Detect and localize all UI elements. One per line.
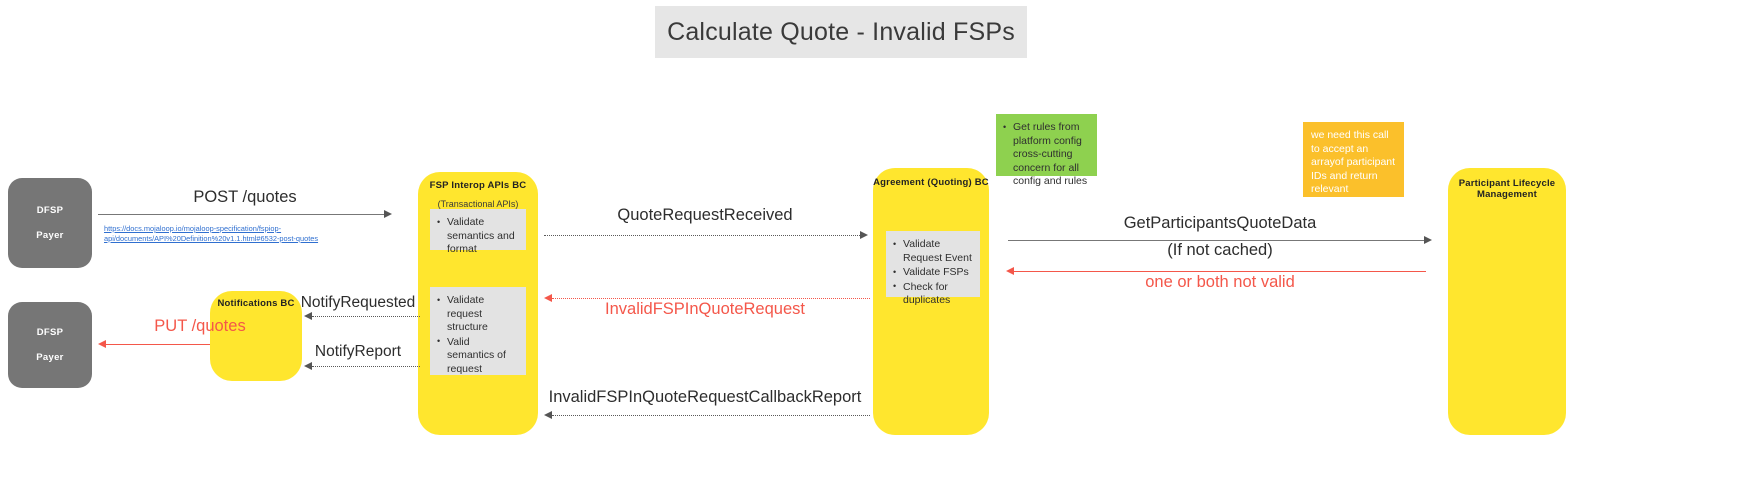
arrowhead-left-icon: [1006, 267, 1014, 275]
actor-label-line2: Payer: [36, 230, 64, 241]
connector-invalid-fsp-in-quote-request: [552, 298, 870, 299]
lifeline-title: Notifications BC: [217, 298, 295, 309]
actor-label-line2: Payer: [36, 352, 64, 363]
note-item: Valid semantics of request: [436, 335, 518, 377]
lifeline-notifications-bc: Notifications BC: [210, 291, 302, 381]
note-item: Get rules from platform config cross-cut…: [1002, 121, 1089, 189]
edge-label-quote-request-received: QuoteRequestReceived: [617, 206, 793, 224]
actor-dfsp-payer-bottom: DFSP Payer: [8, 302, 92, 388]
edge-label-notify-requested: NotifyRequested: [300, 294, 416, 311]
actor-label-line1: DFSP: [36, 205, 64, 216]
arrowhead-left-icon: [304, 362, 312, 370]
edge-label-invalid-fsp-callback-report: InvalidFSPInQuoteRequestCallbackReport: [548, 388, 862, 406]
lifeline-title: Participant Lifecycle: [1458, 178, 1556, 189]
note-item: Validate request structure: [436, 294, 518, 335]
note-item: Validate Request Event: [892, 237, 972, 265]
lifeline-title: FSP Interop APIs BC: [429, 180, 527, 191]
page-title: Calculate Quote - Invalid FSPs: [667, 17, 1015, 46]
note-validate-request: Validate request structure Valid semanti…: [430, 287, 526, 375]
actor-label-line1: DFSP: [36, 327, 64, 338]
arrowhead-right-icon: [860, 231, 868, 239]
arrowhead-right-icon: [1424, 236, 1432, 244]
connector-notify-report: [312, 366, 420, 367]
edge-label-invalid-fsp-in-quote-request: InvalidFSPInQuoteRequest: [605, 300, 805, 318]
lifeline-title-line2: Management: [1476, 189, 1538, 200]
note-text: we need this call to accept an arrayof p…: [1311, 129, 1396, 237]
lifeline-participant-lifecycle-management: Participant Lifecycle Management: [1448, 168, 1566, 435]
lifeline-subtitle: (Transactional APIs): [437, 199, 519, 209]
note-item: Validate semantics and format: [436, 216, 518, 257]
arrowhead-left-icon: [544, 294, 552, 302]
connector-post-quotes: [98, 214, 386, 215]
connector-one-or-both-not-valid: [1014, 271, 1426, 272]
note-agreement-checks: Validate Request Event Validate FSPs Che…: [886, 231, 980, 306]
connector-invalid-fsp-callback-report: [552, 415, 870, 416]
connector-quote-request-received: [544, 235, 862, 236]
arrowhead-left-icon: [304, 312, 312, 320]
connector-put-quotes: [106, 344, 210, 345]
note-get-rules-green: Get rules from platform config cross-cut…: [996, 114, 1097, 187]
edge-label-get-participants-quote-data: GetParticipantsQuoteData: [1123, 214, 1317, 232]
connector-get-participants-quote-data: [1008, 240, 1426, 241]
edge-label-put-quotes: PUT /quotes: [154, 317, 246, 335]
arrowhead-left-icon: [544, 411, 552, 419]
arrowhead-left-icon: [98, 340, 106, 348]
note-need-this-call-orange: we need this call to accept an arrayof p…: [1303, 122, 1404, 236]
link-post-quotes-spec[interactable]: https://docs.mojaloop.io/mojaloop-specif…: [104, 224, 319, 243]
edge-label-post-quotes: POST /quotes: [193, 188, 297, 206]
connector-notify-requested: [312, 316, 420, 317]
arrowhead-right-icon: [384, 210, 392, 218]
note-item: Validate FSPs: [892, 266, 972, 280]
lifeline-title: Agreement (Quoting) BC: [873, 177, 989, 188]
edge-label-if-not-cached: (If not cached): [1167, 241, 1273, 259]
note-item: Check for duplicates: [892, 280, 972, 308]
edge-label-one-or-both-not-valid: one or both not valid: [1145, 273, 1295, 291]
edge-label-notify-report: NotifyReport: [314, 343, 402, 360]
diagram-title-banner: Calculate Quote - Invalid FSPs: [655, 6, 1027, 58]
actor-dfsp-payer-top: DFSP Payer: [8, 178, 92, 268]
note-validate-semantics: Validate semantics and format: [430, 209, 526, 255]
